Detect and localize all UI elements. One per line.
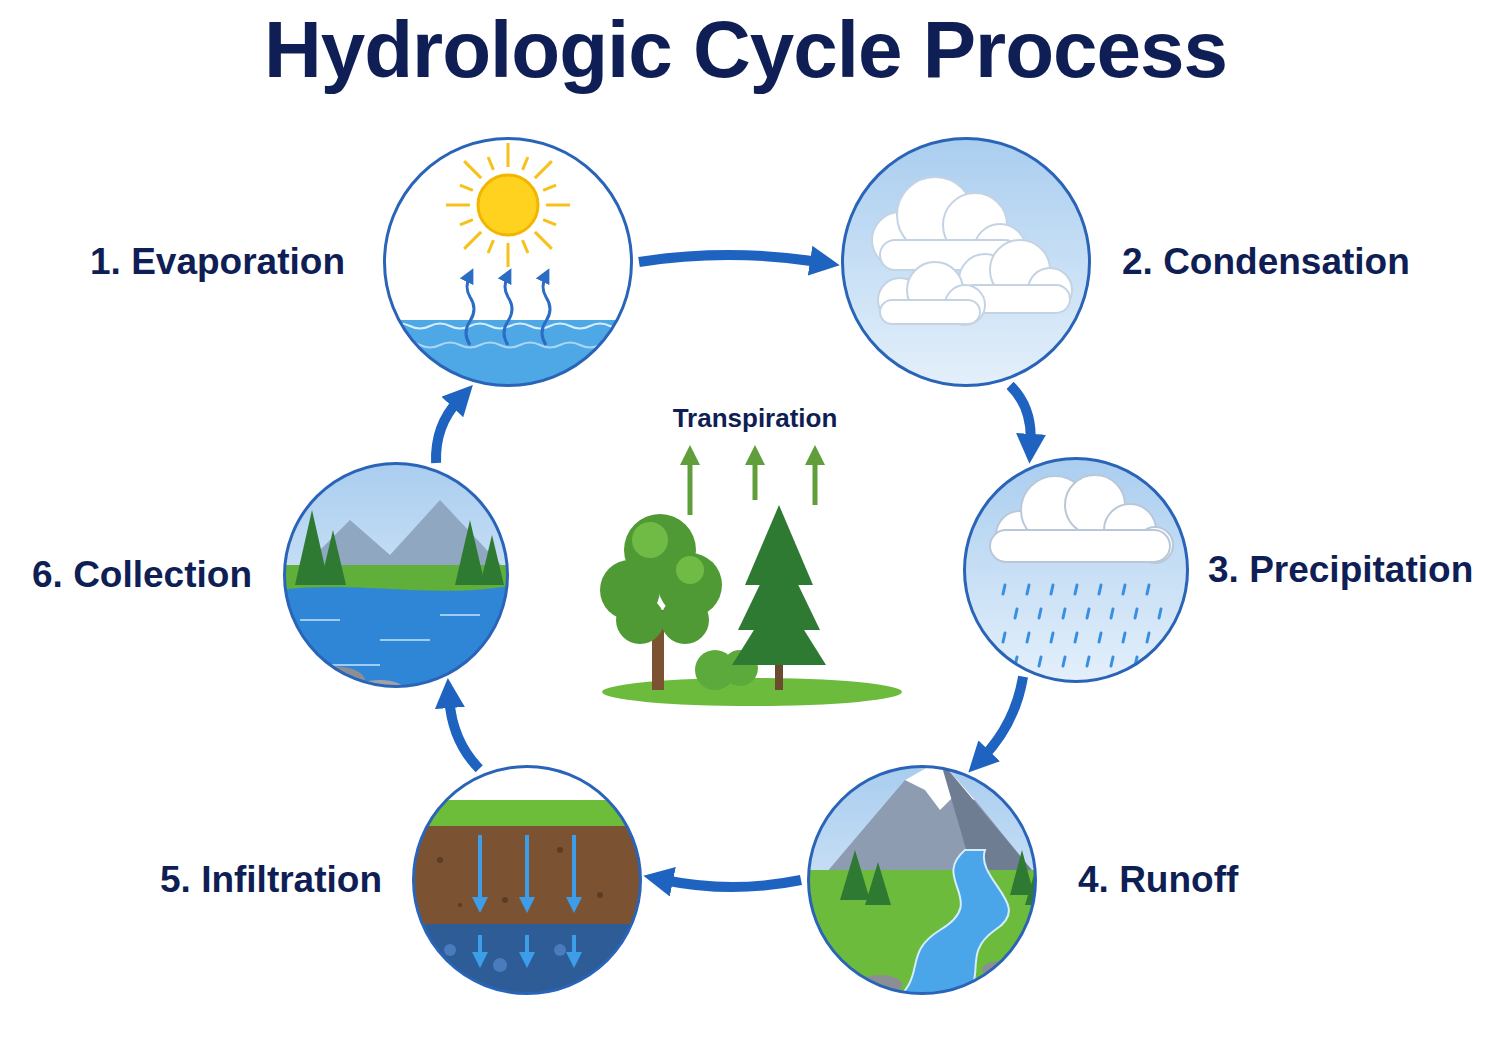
sun-ray: [546, 204, 570, 207]
raindrop: [1075, 585, 1077, 594]
evaporation-picture: [380, 135, 640, 400]
step-label: 1. Evaporation: [90, 242, 345, 283]
process-label: Transpiration: [673, 404, 838, 433]
infiltration-picture: [410, 765, 645, 1004]
raindrop: [1087, 609, 1089, 618]
raindrop: [1039, 657, 1041, 666]
condensation-picture: [840, 135, 1100, 395]
cycle-circle: [412, 765, 642, 995]
cycle-arrow: [983, 677, 1023, 758]
raindrop: [1051, 633, 1053, 642]
raindrop: [1015, 657, 1017, 666]
transpiration-trees: [600, 455, 902, 706]
raindrop: [1015, 609, 1017, 618]
cycle-arrow: [639, 255, 819, 262]
cycle-arrow: [449, 699, 479, 769]
raindrop: [1051, 585, 1053, 594]
raindrop: [1123, 585, 1125, 594]
cycle-circle: [841, 137, 1091, 387]
raindrop: [1087, 657, 1089, 666]
cycle-circle: [963, 457, 1189, 683]
cycle-circle: [383, 137, 633, 387]
sun-ray: [464, 161, 481, 178]
precipitation-picture: [960, 455, 1195, 690]
sun-ray: [446, 204, 470, 207]
step-label: 2. Condensation: [1122, 242, 1410, 283]
runoff-picture: [805, 760, 1047, 1005]
raindrop: [1111, 609, 1113, 618]
sun-ray: [535, 161, 552, 178]
collection-picture: [280, 460, 515, 700]
sun-ray: [507, 143, 510, 167]
raindrop: [1135, 657, 1137, 666]
sun-ray: [507, 243, 510, 267]
sun-ray: [535, 232, 552, 249]
raindrop: [1099, 633, 1101, 642]
sun-ray: [523, 240, 528, 253]
raindrop: [1159, 657, 1161, 666]
cycle-circle: [283, 462, 509, 688]
step-label: 3. Precipitation: [1208, 550, 1473, 591]
raindrop: [1123, 633, 1125, 642]
raindrop: [1039, 609, 1041, 618]
raindrop: [1099, 585, 1101, 594]
raindrop: [1159, 609, 1161, 618]
raindrop: [1063, 657, 1065, 666]
title: Hydrologic Cycle Process: [0, 6, 1491, 94]
raindrop: [1075, 633, 1077, 642]
raindrop: [1135, 609, 1137, 618]
cycle-arrow: [436, 400, 458, 463]
raindrop: [1027, 633, 1029, 642]
raindrop: [1003, 633, 1005, 642]
cycle-arrow: [1010, 385, 1031, 442]
sun-ray: [523, 157, 528, 170]
sun-ray: [488, 240, 493, 253]
sun-ray: [543, 220, 556, 225]
raindrop: [1027, 585, 1029, 594]
step-label: 6. Collection: [32, 555, 252, 596]
sun-ray: [543, 185, 556, 190]
raindrop: [1111, 657, 1113, 666]
raindrop: [1147, 585, 1149, 594]
sun-ray: [460, 185, 473, 190]
raindrop: [1063, 609, 1065, 618]
step-label: 4. Runoff: [1078, 860, 1238, 901]
sun-ray: [488, 157, 493, 170]
step-label: 5. Infiltration: [160, 860, 382, 901]
sun-ray: [464, 232, 481, 249]
cycle-circle: [807, 765, 1037, 995]
raindrop: [1003, 585, 1005, 594]
cycle-arrow: [664, 880, 801, 887]
raindrop: [1147, 633, 1149, 642]
sun-ray: [460, 220, 473, 225]
